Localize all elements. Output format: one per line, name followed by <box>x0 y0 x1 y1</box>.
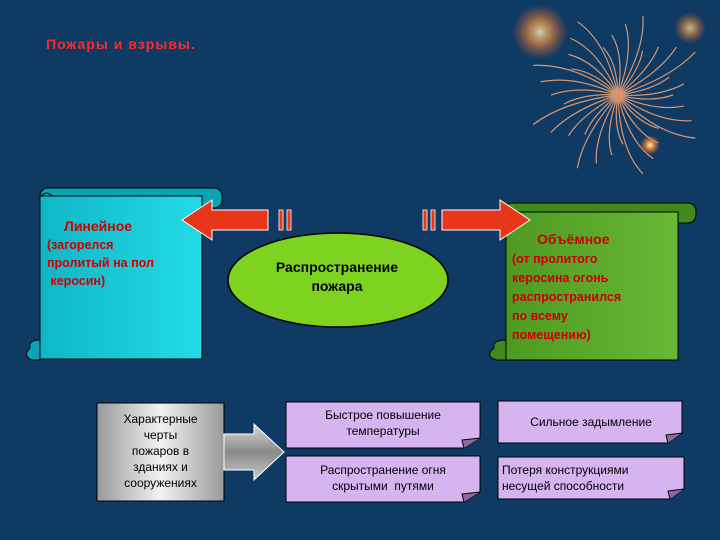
firework-ray <box>568 53 619 96</box>
right-scroll-heading: Объёмное <box>537 231 610 247</box>
firework-ray <box>617 94 654 160</box>
firework-ray <box>617 16 644 96</box>
firework-ray <box>532 94 619 126</box>
features-box-line: сооружениях <box>124 476 197 490</box>
feature-item-1-text: Быстрое повышение температуры <box>288 407 478 439</box>
right-arrow <box>422 199 531 241</box>
firework-ray <box>576 94 619 169</box>
features-box-line: пожаров в <box>131 444 190 458</box>
center-ellipse <box>227 232 449 328</box>
firework-ray <box>617 76 670 96</box>
page-title: Пожары и взрывы. <box>46 36 196 52</box>
feature-item-3-line: Распространение огня <box>320 463 446 477</box>
firework-ray <box>617 94 696 139</box>
right-scroll <box>489 202 697 361</box>
features-box-line: зданиях и <box>133 460 188 474</box>
right-scroll-line: помещению) <box>512 328 591 342</box>
center-label: Распространение пожара <box>232 258 442 296</box>
center-label-line: пожара <box>311 278 363 294</box>
firework-ray <box>533 64 619 96</box>
firework-ray <box>611 34 621 96</box>
firework-ray <box>567 94 619 136</box>
firework-ray <box>617 24 629 96</box>
center-label-line: Распространение <box>275 259 399 275</box>
feature-item-1 <box>285 401 481 449</box>
right-scroll-line: (от пролитого <box>512 252 598 266</box>
firework-ray <box>617 94 674 100</box>
firework-ray <box>540 79 619 96</box>
feature-item-4-text: Потеря конструкциями несущей способности <box>502 462 682 494</box>
firework-ray <box>563 94 619 105</box>
firework-ray <box>615 94 624 145</box>
firework-ray <box>584 94 619 135</box>
firework-ray <box>570 37 619 96</box>
right-scroll-text: (от пролитого керосина огонь распростран… <box>512 250 621 345</box>
left-scroll-text: (загорелся пролитый на пол керосин) <box>47 236 154 290</box>
left-scroll <box>26 187 223 361</box>
right-scroll-line: по всему <box>512 309 568 323</box>
feature-item-2 <box>497 400 683 444</box>
feature-item-4-line: Потеря конструкциями <box>502 463 629 477</box>
feature-item-4 <box>497 456 685 500</box>
firework-ray <box>617 46 659 96</box>
firework-ray <box>550 89 619 96</box>
firework-ray <box>617 94 684 109</box>
left-arrow <box>181 199 292 241</box>
feature-item-3-line: скрытыми путями <box>332 479 434 493</box>
feature-item-1-line: Быстрое повышение <box>325 408 441 422</box>
firework-ray <box>595 94 619 164</box>
firework-ray <box>550 94 619 133</box>
firework-ray <box>617 94 644 175</box>
feature-item-1-line: температуры <box>346 424 420 438</box>
left-scroll-heading: Линейное <box>64 218 133 234</box>
features-box-line: черты <box>143 428 178 442</box>
left-scroll-line: керосин) <box>47 274 106 288</box>
firework-ray <box>571 68 619 96</box>
firework-ray <box>617 94 659 129</box>
feature-item-4-line: несущей способности <box>502 479 625 493</box>
firework-ray <box>577 21 619 96</box>
firework-ray <box>608 94 619 156</box>
feature-item-3 <box>285 455 481 503</box>
firework-ray <box>602 46 619 96</box>
feature-item-3-text: Распространение огня скрытыми путями <box>288 462 478 494</box>
right-scroll-line: распространился <box>512 290 622 304</box>
features-box <box>96 402 225 502</box>
features-box-text: Характерные черты пожаров в зданиях и со… <box>99 411 222 491</box>
left-scroll-line: пролитый на пол <box>47 256 154 270</box>
firework-ray <box>617 50 644 96</box>
firework-ray <box>617 51 696 96</box>
right-scroll-line: керосина огонь <box>512 271 609 285</box>
left-scroll-line: (загорелся <box>47 238 114 252</box>
firework-ray <box>617 46 677 96</box>
firework-ray <box>617 94 692 122</box>
features-arrow <box>223 422 285 482</box>
feature-item-2-text: Сильное задымление <box>530 415 652 429</box>
firework-ray <box>617 83 685 96</box>
features-box-line: Характерные <box>123 412 198 426</box>
